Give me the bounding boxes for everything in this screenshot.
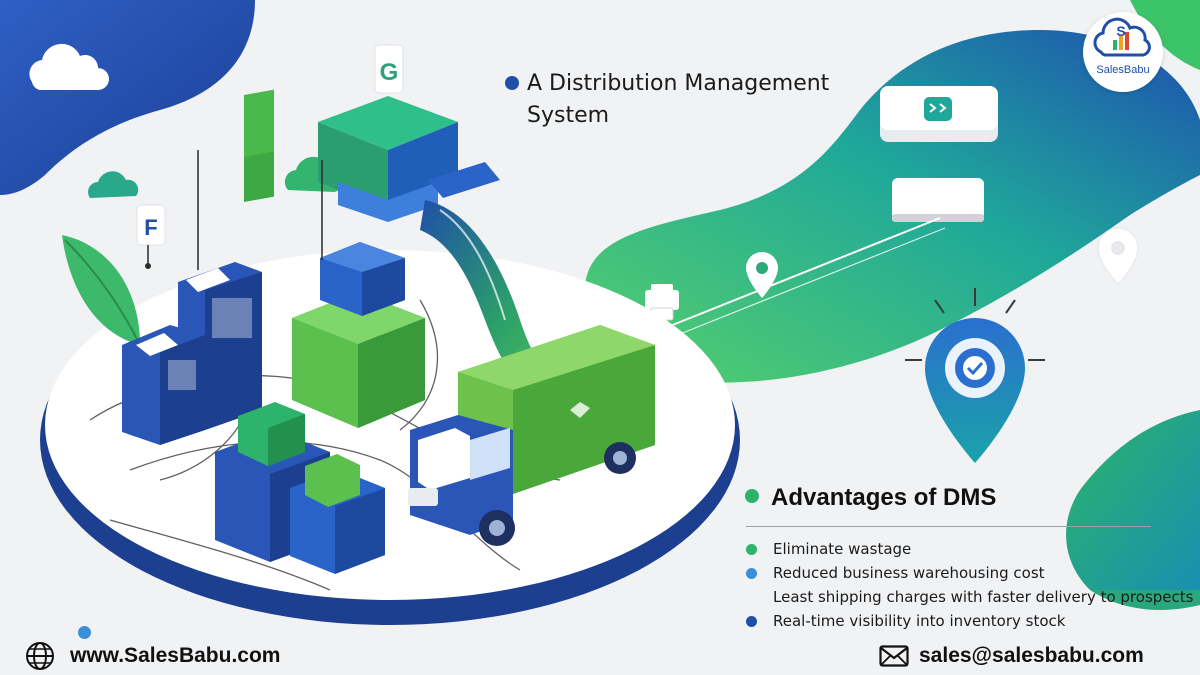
map-pin-icon: [746, 252, 778, 298]
tile: [892, 178, 984, 220]
svg-text:G: G: [380, 59, 399, 86]
truck: [408, 325, 655, 546]
list-item-text: Least shipping charges with faster deliv…: [773, 588, 1194, 606]
footer-email[interactable]: sales@salesbabu.com: [879, 640, 1144, 672]
salesbabu-logo: S SalesBabu: [1083, 12, 1163, 92]
list-item: Real-time visibility into inventory stoc…: [746, 609, 1200, 633]
list-bullet: [746, 544, 757, 555]
advantages-title-text: Advantages of DMS: [771, 484, 997, 511]
cloud-icon: [87, 171, 139, 198]
list-bullet: [746, 616, 757, 627]
box-stack: [215, 402, 385, 574]
heading: A Distribution Management System: [505, 68, 845, 132]
list-item-text: Eliminate wastage: [773, 540, 912, 558]
list-item: Reduced business warehousing cost: [746, 561, 1200, 585]
blob-top-left: [0, 0, 255, 195]
mail-icon: [879, 645, 909, 667]
list-item-text: Reduced business warehousing cost: [773, 564, 1045, 582]
list-bullet: [746, 568, 757, 579]
heading-bullet: [505, 76, 519, 90]
list-item: Eliminate wastage: [746, 537, 1200, 561]
website-link[interactable]: www.SalesBabu.com: [70, 644, 281, 667]
footer-website[interactable]: www.SalesBabu.com: [24, 640, 280, 672]
globe-icon: [26, 642, 54, 670]
f-sign: F: [136, 204, 166, 246]
list-item-text: Real-time visibility into inventory stoc…: [773, 612, 1066, 630]
blob-bottom-right: [1066, 410, 1200, 590]
email-link[interactable]: sales@salesbabu.com: [919, 644, 1144, 667]
divider: [746, 526, 1151, 527]
list-item: Least shipping charges with faster deliv…: [746, 585, 1200, 609]
heading-text: A Distribution Management System: [527, 71, 830, 128]
logo-cloud-icon: S: [1093, 17, 1151, 57]
svg-text:F: F: [144, 215, 157, 240]
gear-check-icon: [905, 288, 1045, 463]
tile-icon: [880, 86, 998, 142]
map-pin-icon: [1097, 227, 1139, 285]
g-sign: G: [374, 44, 404, 94]
advantages-title: Advantages of DMS: [745, 484, 1165, 512]
corner-top-right: [1130, 0, 1200, 70]
building: [122, 325, 205, 445]
advantages-list: Eliminate wastage Reduced business wareh…: [746, 537, 1200, 633]
advantages-bullet: [745, 489, 759, 503]
cloud-icon: [29, 43, 109, 90]
decor-dot: [78, 626, 91, 639]
leaf-icon: [62, 235, 141, 346]
road: [420, 200, 600, 420]
logo-text: SalesBabu: [1096, 64, 1150, 76]
box-stack: [292, 242, 425, 428]
logo-letter: S: [1116, 23, 1125, 39]
